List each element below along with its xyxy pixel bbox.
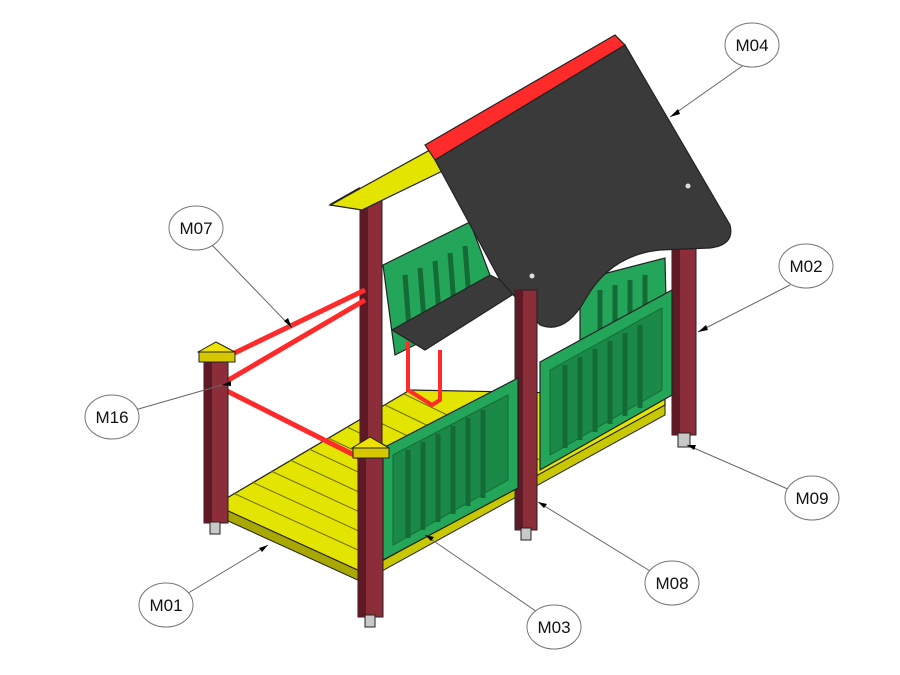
svg-text:M04: M04: [735, 36, 768, 55]
handrails: [218, 287, 367, 461]
front-right-post: [351, 436, 391, 628]
front-left-post: [196, 341, 237, 535]
right-front-panel: [539, 288, 673, 472]
svg-text:M09: M09: [795, 489, 828, 508]
label-m04: M04: [724, 22, 780, 68]
svg-text:M16: M16: [95, 408, 128, 427]
label-m09: M09: [784, 475, 840, 521]
label-m01: M01: [138, 582, 194, 628]
callout-arrowheads: [222, 109, 708, 552]
svg-text:M07: M07: [179, 219, 212, 238]
label-m08: M08: [644, 560, 700, 606]
roof: [328, 34, 732, 328]
label-m03: M03: [526, 604, 582, 650]
svg-text:M01: M01: [149, 596, 182, 615]
middle-post: [514, 289, 538, 541]
svg-text:M02: M02: [789, 257, 822, 276]
label-m07: M07: [168, 205, 224, 251]
back-right-post: [671, 244, 697, 448]
label-m16: M16: [84, 394, 140, 440]
svg-text:M08: M08: [655, 574, 688, 593]
callouts: [134, 61, 791, 615]
svg-text:M03: M03: [537, 618, 570, 637]
label-m02: M02: [778, 243, 834, 289]
